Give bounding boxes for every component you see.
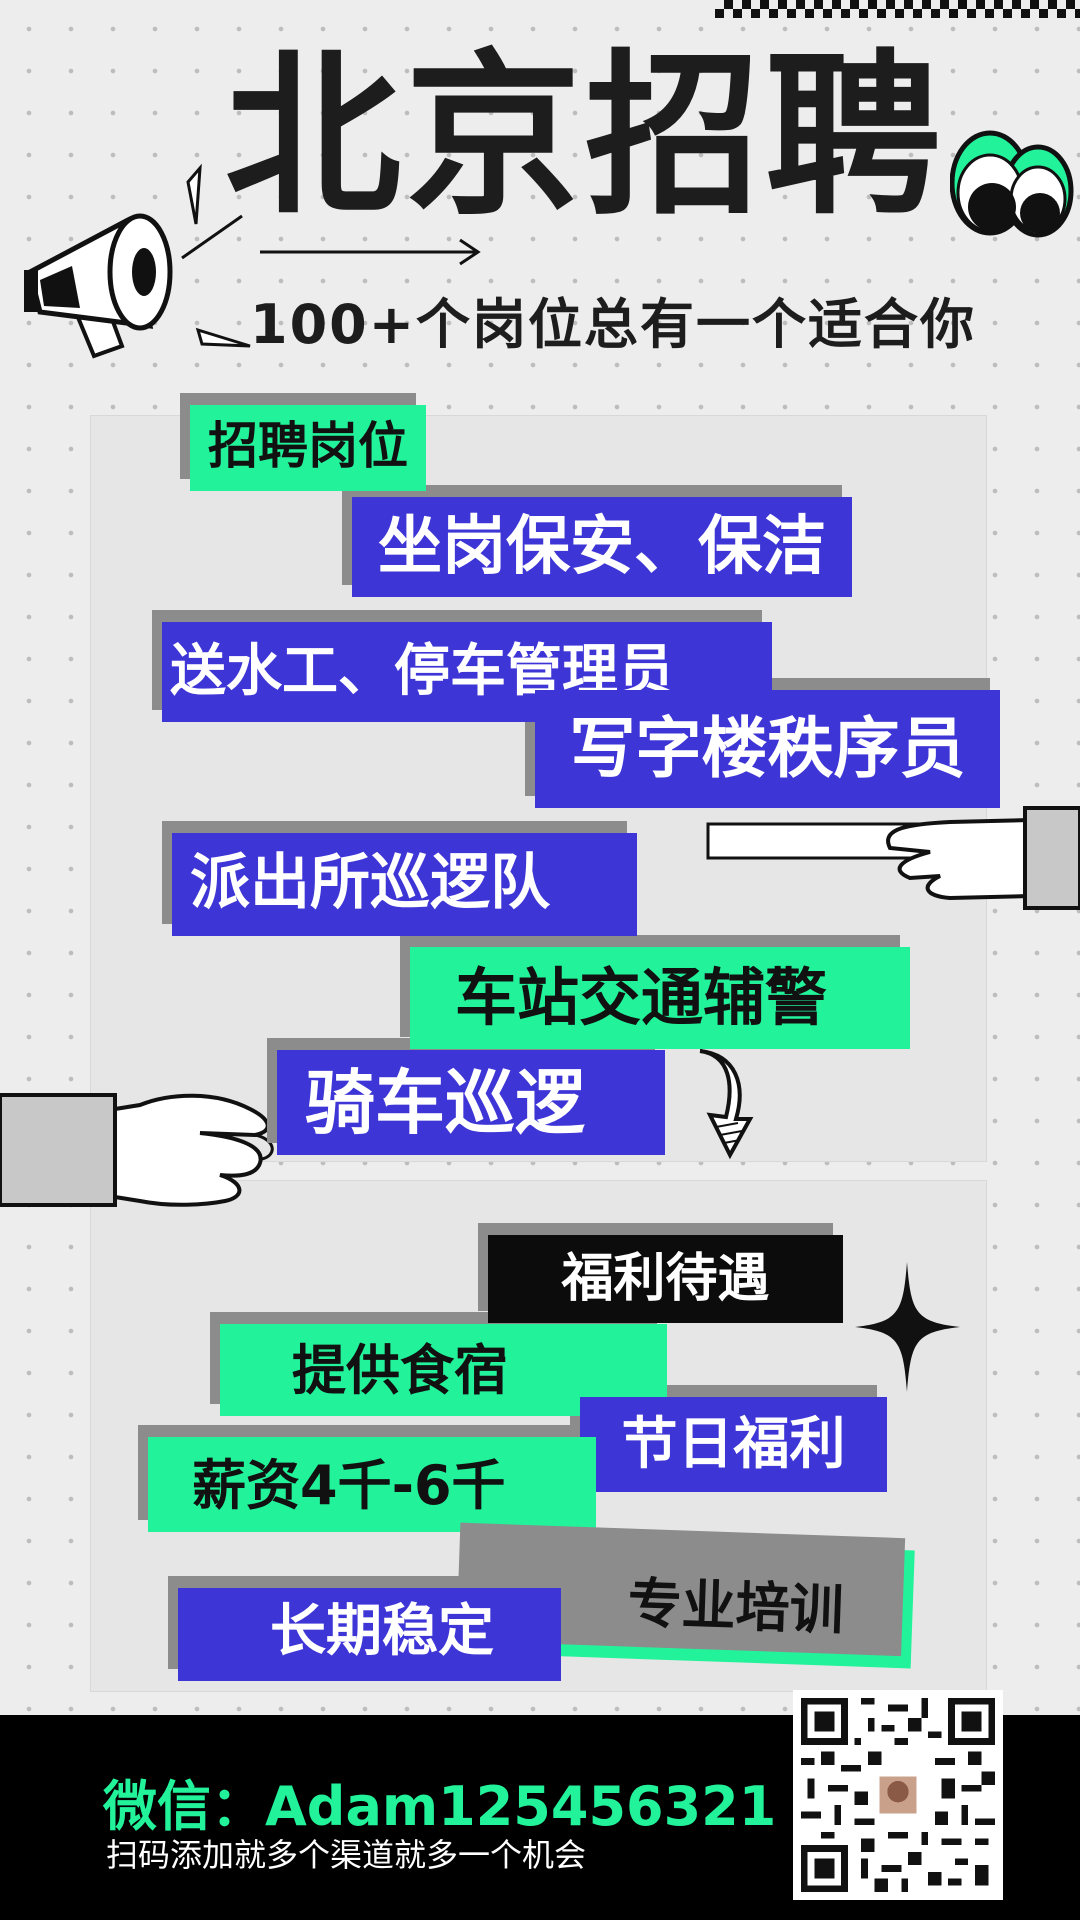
checker-strip — [715, 0, 1080, 18]
benefits-heading: 福利待遇 — [478, 1223, 843, 1323]
job-item: 写字楼秩序员 — [525, 678, 1000, 808]
page-title: 北京招聘 — [224, 34, 945, 239]
job-item: 骑车巡逻 — [267, 1038, 665, 1155]
jobs-heading: 招聘岗位 — [180, 393, 426, 491]
qr-code[interactable] — [793, 1690, 1003, 1900]
megaphone-icon — [24, 163, 251, 359]
benefit-item: 薪资4千-6千 — [138, 1425, 596, 1532]
footer-tagline: 扫码添加就多个渠道就多一个机会 — [106, 1836, 587, 1874]
pointing-hand-icon — [706, 806, 1080, 910]
down-arrow-icon — [699, 1049, 754, 1160]
benefit-item: 长期稳定 — [168, 1576, 561, 1681]
right-arrow-icon — [260, 238, 481, 266]
benefit-item: 节日福利 — [570, 1385, 887, 1492]
job-item: 车站交通辅警 — [400, 935, 910, 1049]
pointing-hand-icon — [0, 1093, 274, 1207]
sparkle-star-icon — [855, 1262, 960, 1392]
cartoon-eyes-icon — [950, 130, 1074, 238]
page-subtitle: 100+个岗位总有一个适合你 — [250, 293, 976, 356]
benefit-item: 提供食宿 — [210, 1312, 667, 1416]
job-item: 派出所巡逻队 — [162, 821, 637, 936]
wechat-id: 微信：Adam125456321 — [103, 1775, 777, 1838]
job-item: 坐岗保安、保洁 — [342, 485, 852, 597]
